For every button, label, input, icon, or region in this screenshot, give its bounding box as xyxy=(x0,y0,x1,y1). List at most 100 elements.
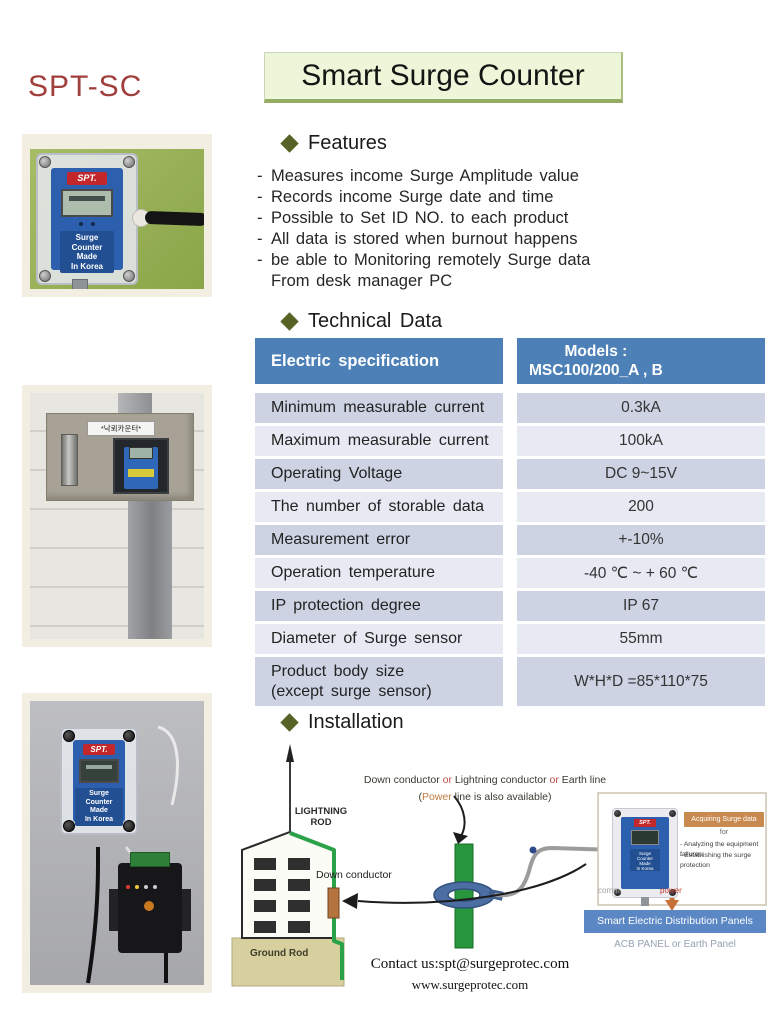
installation-diagram: SPT. Surge Counter Made In Korea Down co… xyxy=(230,738,768,992)
lcd-text-line xyxy=(86,765,112,769)
down-conductor-label: Down conductor xyxy=(316,869,392,881)
device-leds xyxy=(51,222,123,226)
lcd-text-line xyxy=(69,196,105,201)
comm-port-label: comm. xyxy=(598,886,622,895)
table-header-row: Electric specification Models : MSC100/2… xyxy=(255,338,765,384)
contact-website: www.surgeprotec.com xyxy=(411,977,529,992)
cable-bead xyxy=(529,846,537,854)
product-code: SPT-SC xyxy=(28,70,143,103)
conductor-note-line1: Down conductor or Lightning conductor or… xyxy=(363,774,607,786)
device-lcd xyxy=(129,447,153,459)
table-row: Minimum measurable current 0.3kA xyxy=(255,393,765,423)
device-label: Surge Counter Made In Korea xyxy=(60,231,114,273)
surge-counter-device: SPT. Surge Counter Made In Korea xyxy=(36,153,138,285)
conductor-bar xyxy=(454,843,474,949)
contact-block: Contact us:spt@surgeprotec.com www.surge… xyxy=(250,956,690,993)
conductor-note-line2: (Power line is also available) xyxy=(418,791,552,803)
feature-item: -Records income Surge date and time xyxy=(257,188,554,206)
sensor-cable xyxy=(494,845,618,898)
status-leds xyxy=(126,885,157,889)
device-front-panel: SPT. Surge Counter Made In Korea xyxy=(73,740,125,826)
screw-icon xyxy=(669,810,676,817)
page-title: Smart Surge Counter xyxy=(264,52,623,103)
table-row: Product body size (except surge sensor) … xyxy=(255,657,765,706)
table-row: The number of storable data 200 xyxy=(255,492,765,522)
converter-module xyxy=(109,852,191,953)
table-row: Operating Voltage DC 9~15V xyxy=(255,459,765,489)
screw-icon xyxy=(123,730,135,742)
enclosure-side-window xyxy=(61,434,78,486)
diamond-bullet-icon xyxy=(280,713,299,732)
metal-enclosure: *낙뢰카운터* xyxy=(46,413,194,501)
device-label: Surge Counter Made In Korea xyxy=(630,849,660,871)
table-row: Diameter of Surge sensor 55mm xyxy=(255,624,765,654)
terminal-block xyxy=(130,852,170,867)
features-list: -Measures income Surge Amplitude value -… xyxy=(257,166,762,292)
diamond-bullet-icon xyxy=(280,312,299,331)
surge-counter-device: SPT. Surge Counter Made In Korea xyxy=(612,808,678,906)
photo-installed-device: SPT. Surge Counter Made In Korea xyxy=(22,693,212,993)
building-windows xyxy=(254,858,310,933)
device-inside-enclosure xyxy=(124,447,158,489)
spt-logo: SPT. xyxy=(83,744,115,755)
installation-heading-label: Installation xyxy=(308,711,404,733)
for-label: for xyxy=(719,829,729,836)
power-port-label: power xyxy=(660,886,682,895)
feature-item-continuation: From desk manager PC xyxy=(271,272,453,290)
screw-icon xyxy=(63,820,75,832)
screw-icon xyxy=(123,156,135,168)
feature-item: -Measures income Surge Amplitude value xyxy=(257,167,579,185)
table-row: Maximum measurable current 100kA xyxy=(255,426,765,456)
cable-duct-bottom xyxy=(128,499,172,639)
table-row: IP protection degree IP 67 xyxy=(255,591,765,621)
cable-duct-top xyxy=(118,393,152,415)
spec-table: Electric specification Models : MSC100/2… xyxy=(255,338,765,709)
mount-flange xyxy=(182,889,191,931)
technical-heading-label: Technical Data xyxy=(308,310,443,332)
enclosure-view-window xyxy=(113,438,169,494)
down-conductor-line xyxy=(289,831,344,980)
feature-item: -Possible to Set ID NO. to each product xyxy=(257,209,569,227)
arrow-to-bar xyxy=(453,795,466,837)
photo3-background: SPT. Surge Counter Made In Korea xyxy=(30,701,204,985)
bnc-connector xyxy=(72,279,88,289)
antenna xyxy=(144,210,204,227)
arrowhead xyxy=(342,893,358,909)
spt-logo: SPT. xyxy=(634,819,656,827)
device-front-panel: SPT. Surge Counter Made In Korea xyxy=(621,817,669,889)
table-header-spec: Electric specification xyxy=(255,338,503,384)
contact-email: Contact us:spt@surgeprotec.com xyxy=(370,956,570,972)
table-row: Measurement error +-10% xyxy=(255,525,765,555)
screw-icon xyxy=(39,270,51,282)
table-row: Operation temperature -40 ℃ ~ + 60 ℃ xyxy=(255,558,765,588)
device-lcd xyxy=(79,759,119,783)
screw-icon xyxy=(614,889,621,896)
arrowhead xyxy=(665,900,679,911)
distribution-panel-box: Smart Electric Distribution Panels xyxy=(584,910,766,933)
arrowhead xyxy=(453,832,468,844)
round-button xyxy=(144,901,154,911)
lightning-rod-label: LIGHTNING ROD xyxy=(294,806,348,828)
features-heading-label: Features xyxy=(308,132,387,154)
diamond-bullet-icon xyxy=(280,134,299,153)
photo-surge-counter-green: SPT. Surge Counter Made In Korea xyxy=(22,134,212,297)
installation-heading: Installation xyxy=(280,711,404,734)
enclosure-korean-label: *낙뢰카운터* xyxy=(87,421,155,436)
lightning-rod-tip xyxy=(286,744,294,762)
features-heading: Features xyxy=(280,132,387,155)
photo2-background: *낙뢰카운터* xyxy=(30,393,204,639)
screw-icon xyxy=(39,156,51,168)
surge-counter-device: SPT. Surge Counter Made In Korea xyxy=(60,727,138,835)
photo-wall-enclosure: *낙뢰카운터* xyxy=(22,385,212,647)
device-lcd xyxy=(61,189,113,217)
device-front-panel: SPT. Surge Counter Made In Korea xyxy=(51,168,123,273)
screw-icon xyxy=(123,270,135,282)
ground-rod-label: Ground Rod xyxy=(250,948,309,959)
spt-logo: SPT. xyxy=(67,172,107,185)
device-label: Surge Counter Made In Korea xyxy=(75,788,123,826)
screw-icon xyxy=(123,820,135,832)
feature-item: -All data is stored when burnout happens xyxy=(257,230,578,248)
device-lcd xyxy=(631,830,659,845)
table-header-models: Models : MSC100/200_A , B xyxy=(517,338,765,384)
technical-data-heading: Technical Data xyxy=(280,310,443,333)
